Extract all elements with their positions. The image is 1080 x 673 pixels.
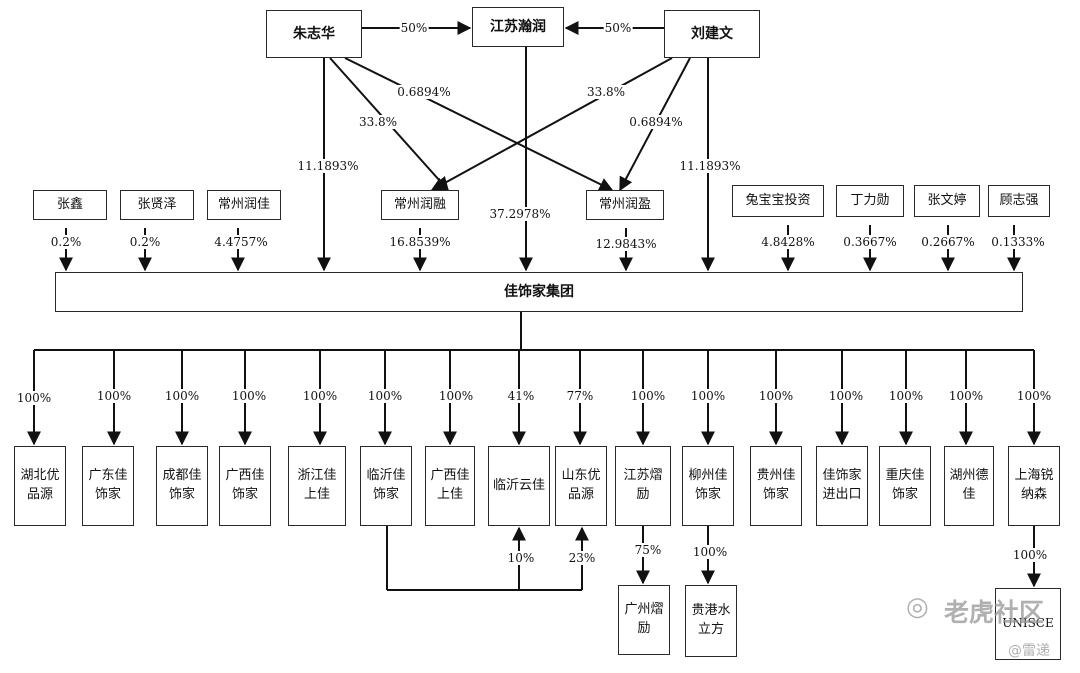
owner-liu-jianwen: 刘建文: [664, 10, 760, 58]
subsidiary-box: 山东优品源: [555, 446, 607, 526]
shareholder-dinglixun: 丁力勋: [836, 185, 904, 217]
pct-subsidiary: 100%: [366, 389, 404, 403]
shareholder-tubaobao: 兔宝宝投资: [732, 185, 824, 217]
group-jiashijia: 佳饰家集团: [55, 272, 1023, 312]
pct-zhu-to-runrong: 33.8%: [357, 115, 399, 129]
subsidiary-box: 临沂佳饰家: [360, 446, 412, 526]
pct-shareholder: 0.1333%: [990, 235, 1046, 249]
pct-shareholder: 0.2%: [128, 235, 162, 249]
pct-grandchild: 75%: [633, 543, 663, 557]
pct-shareholder: 0.2%: [49, 235, 83, 249]
subsidiary-box: 广东佳饰家: [82, 446, 134, 526]
shareholder-zhangxin: 张鑫: [33, 190, 107, 220]
pct-grandchild: 100%: [691, 545, 729, 559]
subsidiary-box: 浙江佳上佳: [288, 446, 346, 526]
pct-jiangsu-to-group: 37.2978%: [488, 207, 552, 221]
pct-zhu-to-jiangsu: 50%: [399, 21, 429, 35]
pct-zhu-to-runying: 0.6894%: [396, 85, 452, 99]
subsidiary-box: 广西佳上佳: [425, 446, 475, 526]
subsidiary-box: 湖州德佳: [944, 446, 994, 526]
pct-subsidiary: 100%: [887, 389, 925, 403]
pct-liu-to-group: 11.1893%: [678, 159, 742, 173]
pct-liu-to-runying: 33.8%: [585, 85, 627, 99]
pct-shareholder: 4.4757%: [213, 235, 269, 249]
subsidiary-box: 贵州佳饰家: [750, 446, 802, 526]
pct-subsidiary: 100%: [827, 389, 865, 403]
pct-subsidiary: 100%: [1015, 389, 1053, 403]
pct-subsidiary: 100%: [437, 389, 475, 403]
pct-shareholder: 12.9843%: [594, 237, 658, 251]
subsidiary-box: 临沂云佳: [488, 446, 550, 526]
pct-subsidiary: 77%: [565, 389, 595, 403]
pct-subsidiary: 100%: [230, 389, 268, 403]
watermark-main: 老虎社区: [944, 598, 1045, 627]
shareholder-changzhou-runying: 常州润盈: [586, 190, 664, 220]
pct-shareholder: 0.3667%: [842, 235, 898, 249]
subsidiary-box: 上海锐纳森: [1008, 446, 1060, 526]
pct-liu-to-runrong: 0.6894%: [628, 115, 684, 129]
subsidiary-box: 柳州佳饰家: [682, 446, 734, 526]
pct-subsidiary: 100%: [301, 389, 339, 403]
grandchild-guangzhou-yili: 广州熠励: [618, 585, 670, 655]
owner-zhu-zhihua: 朱志华: [266, 10, 362, 58]
pct-subsidiary: 100%: [757, 389, 795, 403]
pct-subsidiary: 100%: [947, 389, 985, 403]
edge-zhu-to-runying: [344, 57, 614, 191]
subsidiary-box: 重庆佳饰家: [879, 446, 931, 526]
pct-subsidiary: 100%: [629, 389, 667, 403]
pct-shareholder: 0.2667%: [920, 235, 976, 249]
subsidiary-box: 广西佳饰家: [219, 446, 271, 526]
pct-subsidiary: 100%: [689, 389, 727, 403]
shareholder-changzhou-runrong: 常州润融: [381, 190, 459, 220]
watermark-sub: @雷递: [1008, 643, 1050, 659]
pct-subsidiary: 41%: [506, 389, 536, 403]
shareholder-zhangxianze: 张贤泽: [120, 190, 194, 220]
owner-jiangsu-hanrun: 江苏瀚润: [472, 7, 564, 47]
pct-subsidiary: 100%: [15, 391, 53, 405]
shareholder-changzhou-runjia: 常州润佳: [207, 190, 281, 220]
subsidiary-box: 佳饰家进出口: [816, 446, 868, 526]
pct-linyi-to-yunjia: 10%: [506, 551, 536, 565]
shareholder-guzhiqiang: 顾志强: [988, 185, 1050, 217]
pct-zhu-to-group: 11.1893%: [296, 159, 360, 173]
subsidiary-box: 湖北优品源: [14, 446, 66, 526]
pct-liu-to-jiangsu: 50%: [603, 21, 633, 35]
pct-grandchild: 100%: [1011, 548, 1049, 562]
pct-shareholder: 4.8428%: [760, 235, 816, 249]
shareholder-zhangwenting: 张文婷: [914, 185, 980, 217]
pct-shareholder: 16.8539%: [388, 235, 452, 249]
pct-linyi-to-shandong: 23%: [567, 551, 597, 565]
subsidiary-box: 江苏熠励: [615, 446, 671, 526]
subsidiary-box: 成都佳饰家: [156, 446, 208, 526]
pct-subsidiary: 100%: [95, 389, 133, 403]
grandchild-unisce: UNISCE: [995, 588, 1061, 660]
grandchild-guigang-shuilifang: 贵港水立方: [685, 585, 737, 657]
watermark-logo-icon: ◎: [906, 592, 929, 622]
pct-subsidiary: 100%: [163, 389, 201, 403]
edge-liu-to-runrong: [430, 57, 673, 191]
